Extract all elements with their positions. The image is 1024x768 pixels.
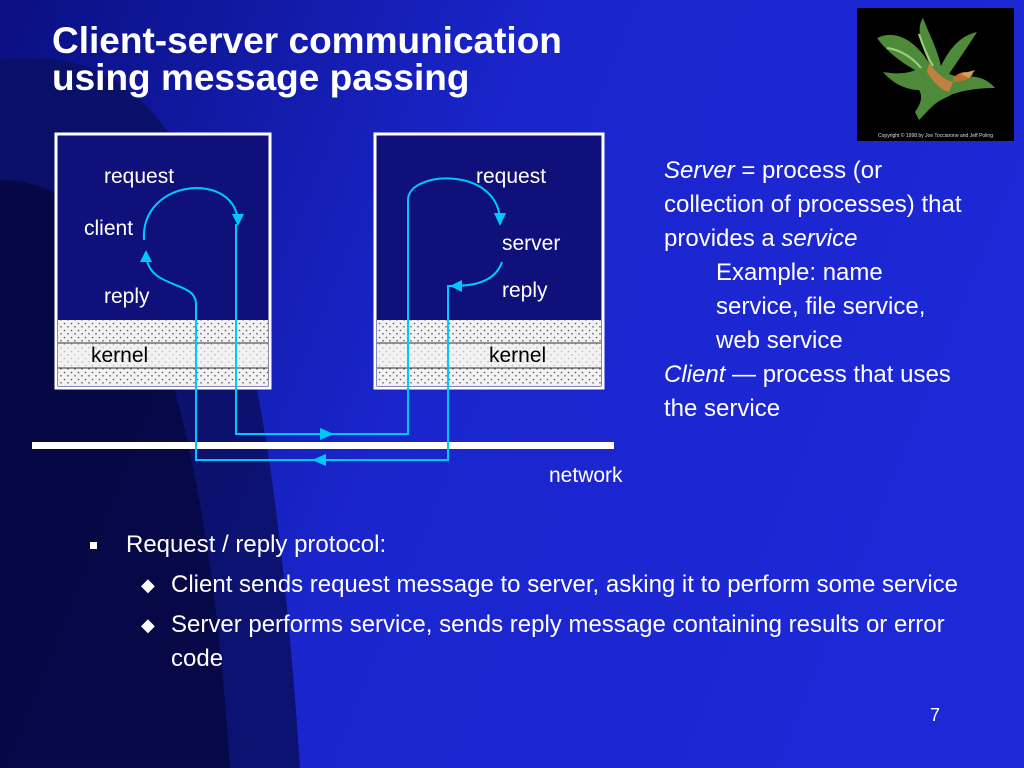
server-eq: =: [734, 157, 763, 184]
service-term: service: [781, 225, 858, 252]
client-box: [54, 132, 272, 390]
title-line-2: using message passing: [52, 57, 470, 98]
title-line-1: Client-server communication: [52, 20, 562, 61]
server-example: Example: name service, file service, web…: [716, 259, 926, 354]
client-definition: Client — process that uses the service: [664, 358, 964, 426]
client-dash: —: [725, 361, 763, 388]
page-number: 7: [930, 705, 941, 725]
server-process-label: server: [502, 232, 560, 255]
request-arrow-path: [142, 187, 239, 241]
logo-caption: Copyright © 1998 by Joe Tocciarone and J…: [878, 133, 993, 139]
bullet-sub-text-1: Client sends request message to server, …: [171, 571, 959, 598]
bullet-main-text: Request / reply protocol:: [126, 531, 387, 558]
reply-arrowhead-network: [312, 454, 326, 466]
server-reply-label: reply: [502, 279, 548, 302]
server-term: Server: [664, 157, 735, 184]
request-arrowhead-server: [494, 213, 506, 226]
request-arrowhead-client: [232, 214, 244, 226]
bullet-sub-text-2: Server performs service, sends reply mes…: [171, 611, 945, 672]
server-definition-text: process (or collection of processes) tha…: [664, 157, 962, 252]
message-passing-diagram: request client reply kernel request serv…: [32, 132, 623, 487]
client-process-label: client: [84, 217, 133, 240]
server-kernel-label: kernel: [489, 344, 546, 367]
request-network-path: [235, 177, 501, 435]
network-line: [32, 442, 614, 449]
client-definition-text: process that uses the service: [664, 361, 951, 422]
server-request-label: request: [476, 165, 546, 188]
request-arrowhead-network: [320, 428, 334, 440]
bird-icon: [877, 18, 995, 120]
bullet-list: Request / reply protocol: ◆ Client sends…: [90, 528, 970, 676]
client-reply-label: reply: [104, 285, 150, 308]
client-term: Client: [664, 361, 726, 388]
page-title: Client-server communication using messag…: [52, 22, 562, 96]
reply-arrowhead-server: [450, 280, 462, 292]
client-kernel-label: kernel: [91, 344, 148, 367]
network-label: network: [549, 464, 623, 487]
client-request-label: request: [104, 165, 174, 188]
square-bullet-icon: [90, 542, 97, 549]
server-definition: Server = process (or collection of proce…: [664, 154, 964, 256]
bird-logo: Copyright © 1998 by Joe Tocciarone and J…: [857, 8, 1014, 141]
definitions-panel: Server = process (or collection of proce…: [664, 154, 964, 426]
reply-arrow-path: [145, 255, 503, 461]
bullet-item-sub-1: ◆ Client sends request message to server…: [90, 568, 970, 602]
diamond-bullet-icon: ◆: [141, 575, 155, 595]
server-box: [373, 132, 605, 390]
reply-arrowhead-client: [140, 250, 152, 262]
diamond-bullet-icon: ◆: [141, 615, 155, 635]
bullet-item-main: Request / reply protocol:: [90, 528, 970, 562]
bullet-item-sub-2: ◆ Server performs service, sends reply m…: [90, 608, 970, 676]
